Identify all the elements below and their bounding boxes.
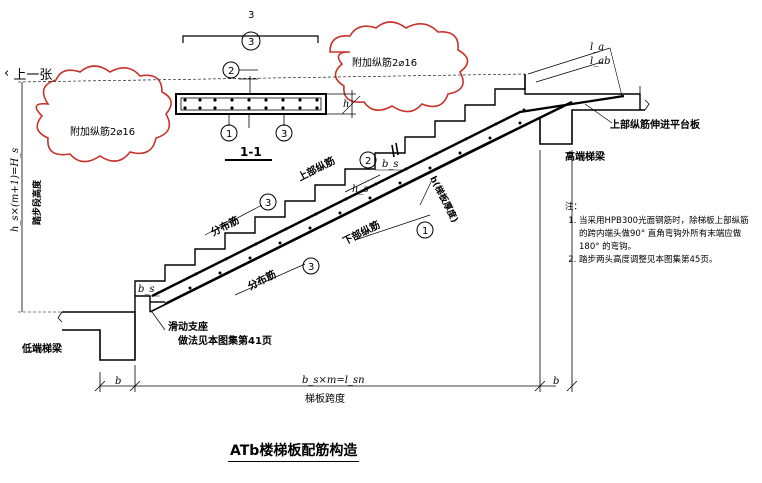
- label-b-left: b: [115, 376, 121, 387]
- label-top-bar-extend: 上部纵筋伸进平台板: [610, 118, 701, 131]
- section-title: 1-1: [240, 145, 262, 159]
- back-link-label: 上一张: [13, 68, 53, 83]
- label-sliding-support: 滑动支座: [168, 320, 208, 333]
- back-link[interactable]: ‹ 上一张: [4, 64, 52, 83]
- left-cloud-text: 附加纵筋2⌀16: [70, 125, 135, 138]
- left-cloud: [35, 65, 172, 163]
- label-step-height: 踏步段高度: [31, 179, 43, 225]
- section-callout-3-top: 3: [248, 37, 254, 48]
- note-item: 当采用HPB300光面钢筋时，除梯板上部纵筋的跨内端头做90° 直角弯钩外所有末…: [579, 215, 755, 254]
- note-item: 踏步两头高度调整见本图集第45页。: [579, 254, 755, 267]
- label-lab: l_ab: [590, 56, 611, 67]
- stair-structure: [17, 47, 650, 392]
- notes-title: 注：: [565, 202, 583, 212]
- label-dist-bar-2: 分布筋: [245, 267, 278, 292]
- label-la: l_a: [590, 42, 604, 53]
- section-callout-2: 2: [228, 66, 234, 77]
- label-span-dim: b_s×m=l_sn: [302, 375, 365, 386]
- drawing-caption: ATb楼梯板配筋构造: [228, 440, 360, 462]
- label-upper-bar: 上部纵筋: [295, 154, 337, 184]
- chevron-left-icon: ‹: [4, 66, 10, 81]
- callout-3a: 3: [265, 198, 271, 209]
- callout-2: 2: [365, 156, 371, 167]
- label-bs-top: b_s: [382, 159, 399, 170]
- label-high-beam: 高端梯梁: [565, 150, 606, 163]
- notes-list: 当采用HPB300光面钢筋时，除梯板上部纵筋的跨内端头做90° 直角弯钩外所有末…: [565, 215, 755, 267]
- callout-3b: 3: [308, 262, 314, 273]
- label-low-beam: 低端梯梁: [21, 342, 63, 355]
- label-span: 梯板跨度: [305, 392, 345, 405]
- section-callout-1: 1: [226, 129, 232, 140]
- section-bracket-label: 3: [248, 10, 254, 21]
- callout-1: 1: [422, 226, 428, 237]
- label-bs-bottom: b_s: [138, 284, 155, 295]
- label-vertical-dim: h_s×(m+1)=H_s: [10, 148, 21, 232]
- notes-block: 注： 当采用HPB300光面钢筋时，除梯板上部纵筋的跨内端头做90° 直角弯钩外…: [565, 201, 755, 267]
- label-b-right: b: [553, 376, 559, 387]
- label-slab-thickness: h(梯板厚度): [427, 174, 461, 225]
- section-1-1: [175, 31, 361, 161]
- section-h-dim: h: [343, 99, 349, 110]
- right-cloud-text: 附加纵筋2⌀16: [352, 56, 417, 69]
- label-hs: h_s: [352, 184, 369, 195]
- right-cloud: [329, 21, 469, 113]
- label-sliding-ref: 做法见本图集第41页: [177, 334, 272, 347]
- section-callout-3: 3: [281, 129, 287, 140]
